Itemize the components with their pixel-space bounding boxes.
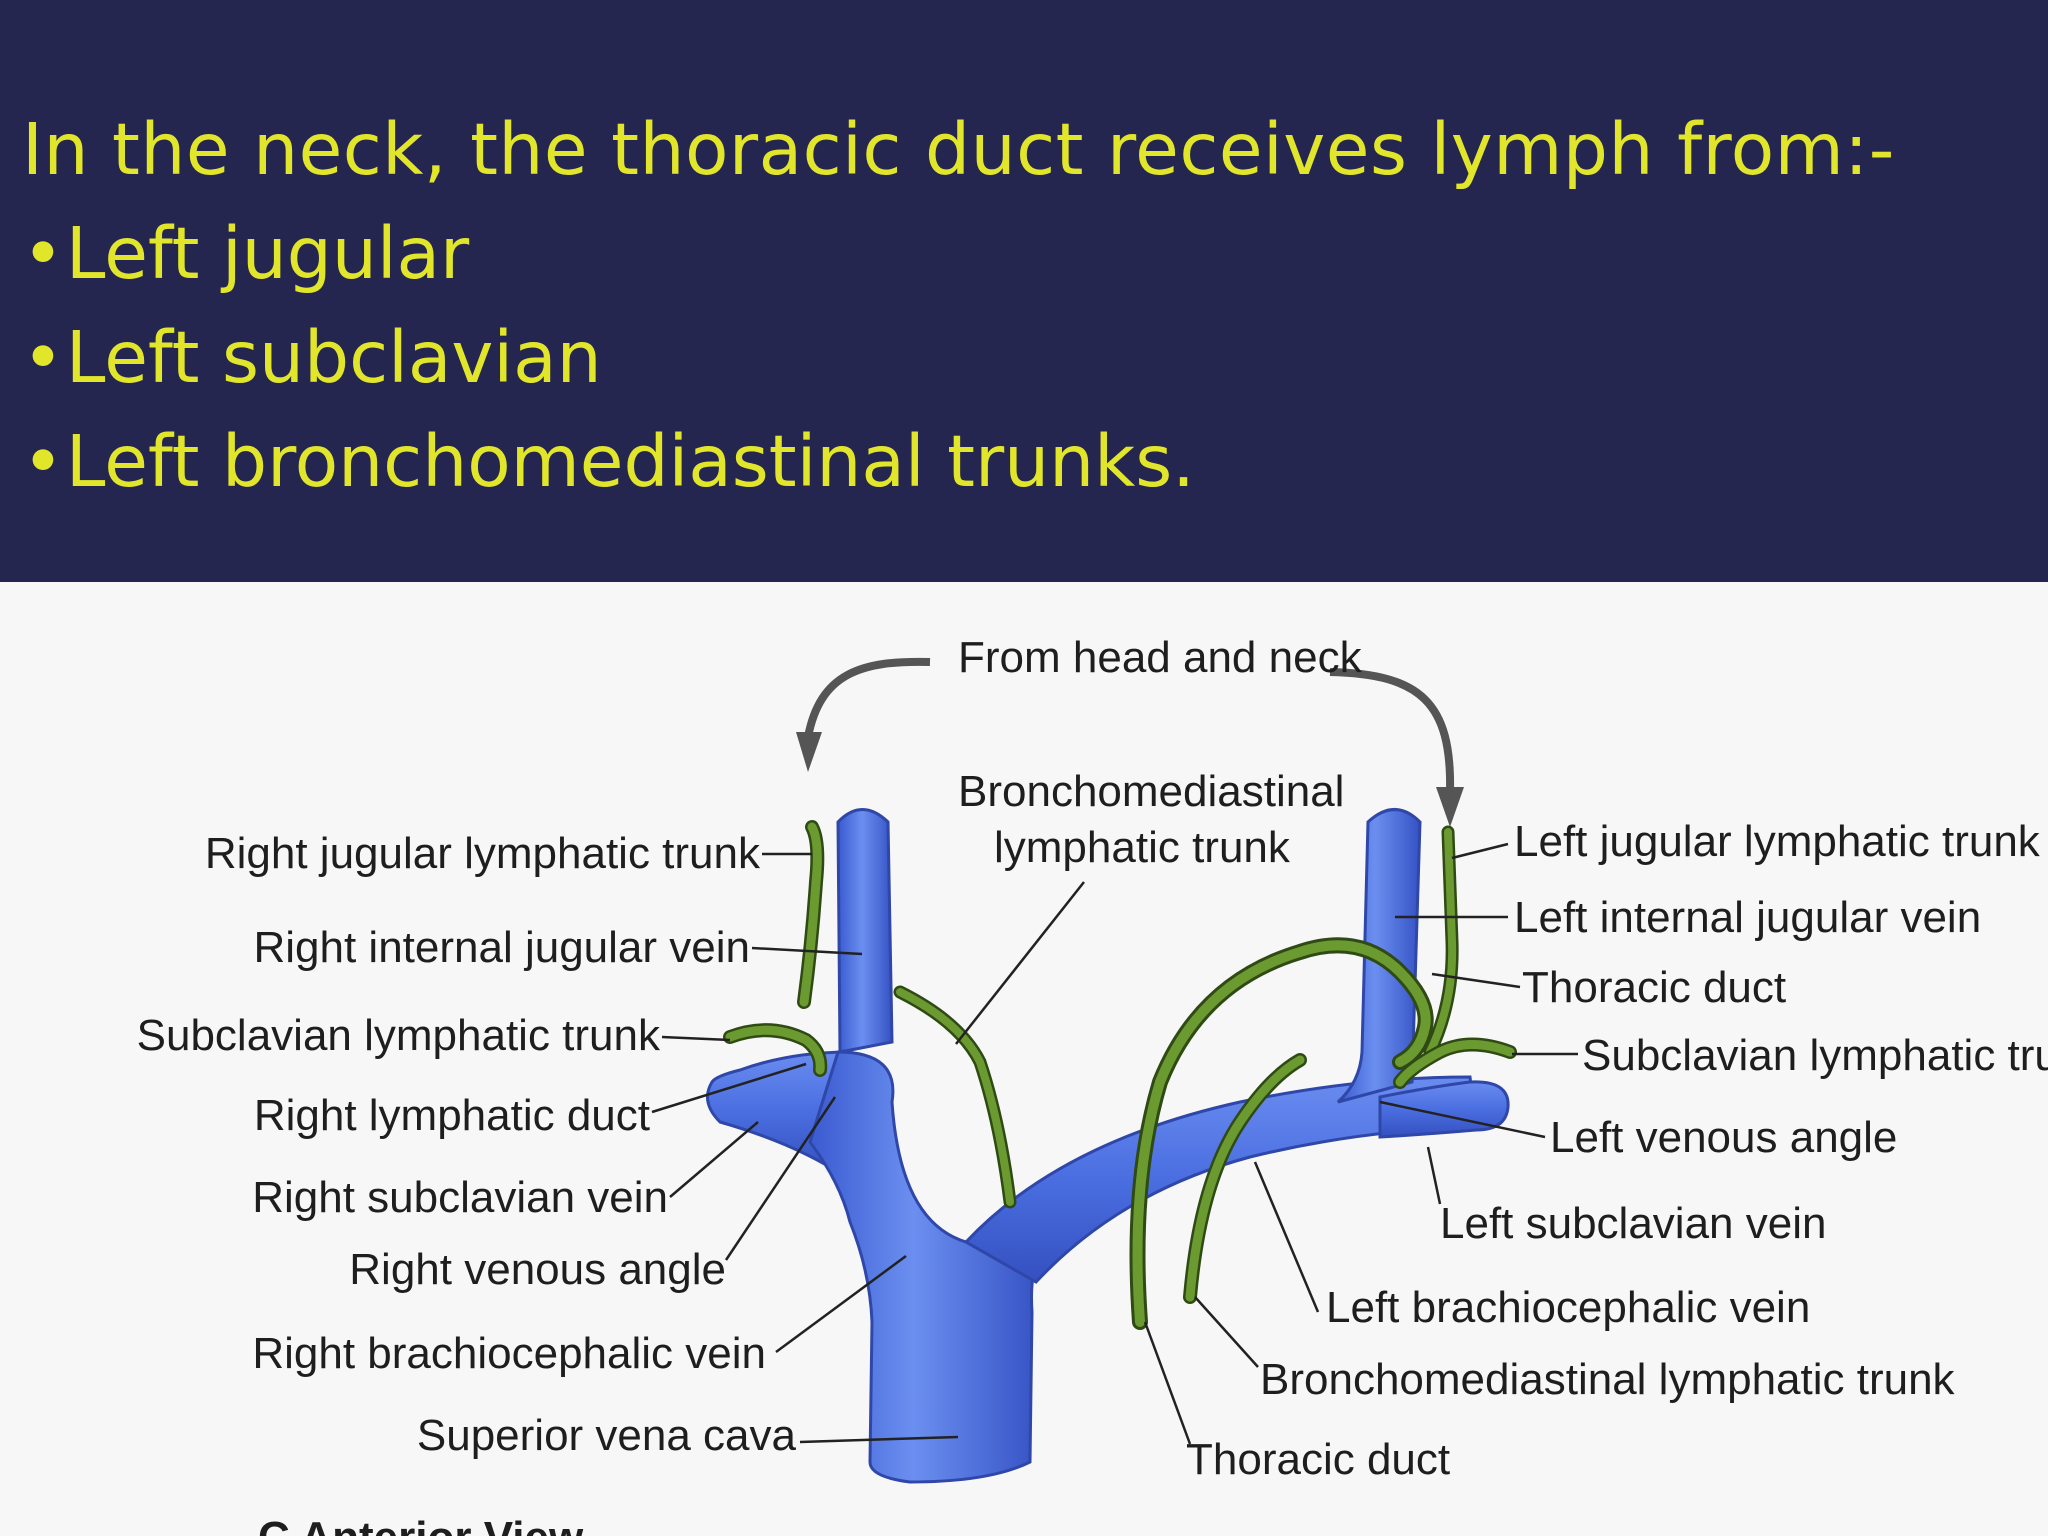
anatomy-diagram: From head and neck Bronchomediastinal ly… [137, 633, 2048, 1536]
thoracic-duct [1132, 940, 1431, 1327]
superior-vena-cava [808, 1050, 1042, 1484]
leader-line [1426, 1146, 1442, 1205]
label-right-jugular-trunk: Right jugular lymphatic trunk [205, 829, 761, 878]
slide-title: In the neck, the thoracic duct receives … [22, 108, 1895, 191]
label-from-head-neck: From head and neck [958, 633, 1363, 682]
label-view-caption: C Anterior View [258, 1513, 584, 1536]
leader-line [669, 1121, 759, 1198]
bullet-text: Left bronchomediastinal trunks. [65, 420, 1195, 503]
label-left-brachiocephalic: Left brachiocephalic vein [1326, 1283, 1810, 1332]
bullet-item: •Left jugular [22, 212, 469, 295]
right-arrowhead-icon [1436, 787, 1464, 827]
bullet-item: •Left subclavian [22, 316, 602, 399]
label-left-subclavian-vein: Left subclavian vein [1440, 1199, 1826, 1248]
label-subclavian-trunk-right: Subclavian lymphatic trunk [137, 1011, 661, 1060]
bullet-text: Left jugular [65, 212, 470, 295]
leader-line [955, 881, 1085, 1045]
leader-line [1431, 972, 1521, 989]
label-right-lymphatic-duct: Right lymphatic duct [254, 1091, 650, 1140]
right-subclavian-lymphatic-trunk [725, 1025, 825, 1075]
leader-line [1143, 1321, 1192, 1445]
label-left-jugular-trunk: Left jugular lymphatic trunk [1514, 817, 2041, 866]
leader-line [1451, 842, 1509, 860]
label-broncho-bottom: Bronchomediastinal lymphatic trunk [1260, 1355, 1956, 1404]
leader-line [1194, 1296, 1259, 1368]
head-neck-arrows [796, 657, 1464, 827]
figure-labels: From head and neck Bronchomediastinal ly… [137, 633, 2048, 1536]
label-broncho-top-2: lymphatic trunk [994, 823, 1291, 872]
anatomy-figure: From head and neck Bronchomediastinal ly… [0, 582, 2048, 1536]
leader-lines [651, 842, 1578, 1445]
label-broncho-top-1: Bronchomediastinal [958, 767, 1344, 816]
left-jugular-lymphatic-trunk [1426, 828, 1457, 1056]
label-thoracic-duct-upper: Thoracic duct [1522, 963, 1786, 1012]
slide-header: In the neck, the thoracic duct receives … [0, 0, 2048, 582]
left-arrowhead-icon [796, 732, 822, 772]
bullet-icon: • [22, 212, 64, 295]
label-right-subclavian-vein: Right subclavian vein [252, 1173, 668, 1222]
leader-line [1253, 1161, 1320, 1313]
leader-line [651, 1062, 807, 1114]
right-bronchomediastinal-trunk [896, 988, 1014, 1206]
leader-line [661, 1035, 731, 1042]
label-left-venous-angle: Left venous angle [1550, 1113, 1897, 1162]
lymphatic-system [723, 820, 1517, 1330]
label-subclavian-trunk-left: Subclavian lymphatic trunk [1582, 1031, 2048, 1080]
label-right-venous-angle: Right venous angle [349, 1245, 726, 1294]
label-superior-vena-cava: Superior vena cava [417, 1411, 797, 1460]
leader-line [799, 1435, 959, 1444]
leader-line [775, 1254, 907, 1354]
right-jugular-lymphatic-trunk [799, 822, 822, 1007]
label-thoracic-duct-lower: Thoracic duct [1186, 1435, 1450, 1484]
leader-line [1379, 1100, 1546, 1139]
bullet-icon: • [22, 316, 64, 399]
left-arrow [804, 657, 931, 738]
bullet-icon: • [22, 420, 64, 503]
leader-line [751, 946, 863, 956]
bullet-item: •Left bronchomediastinal trunks. [22, 420, 1195, 503]
left-brachiocephalic-vein [963, 1075, 1478, 1284]
right-arrow [1329, 668, 1455, 793]
right-internal-jugular-vein [836, 808, 894, 1054]
label-right-internal-jugular: Right internal jugular vein [253, 923, 750, 972]
leader-line [724, 1096, 837, 1261]
label-left-internal-jugular: Left internal jugular vein [1514, 893, 1981, 942]
label-right-brachiocephalic: Right brachiocephalic vein [252, 1329, 766, 1378]
left-bronchomediastinal-trunk [1185, 1055, 1305, 1302]
bullet-text: Left subclavian [65, 316, 602, 399]
left-subclavian-lymphatic-trunk [1395, 1040, 1515, 1087]
